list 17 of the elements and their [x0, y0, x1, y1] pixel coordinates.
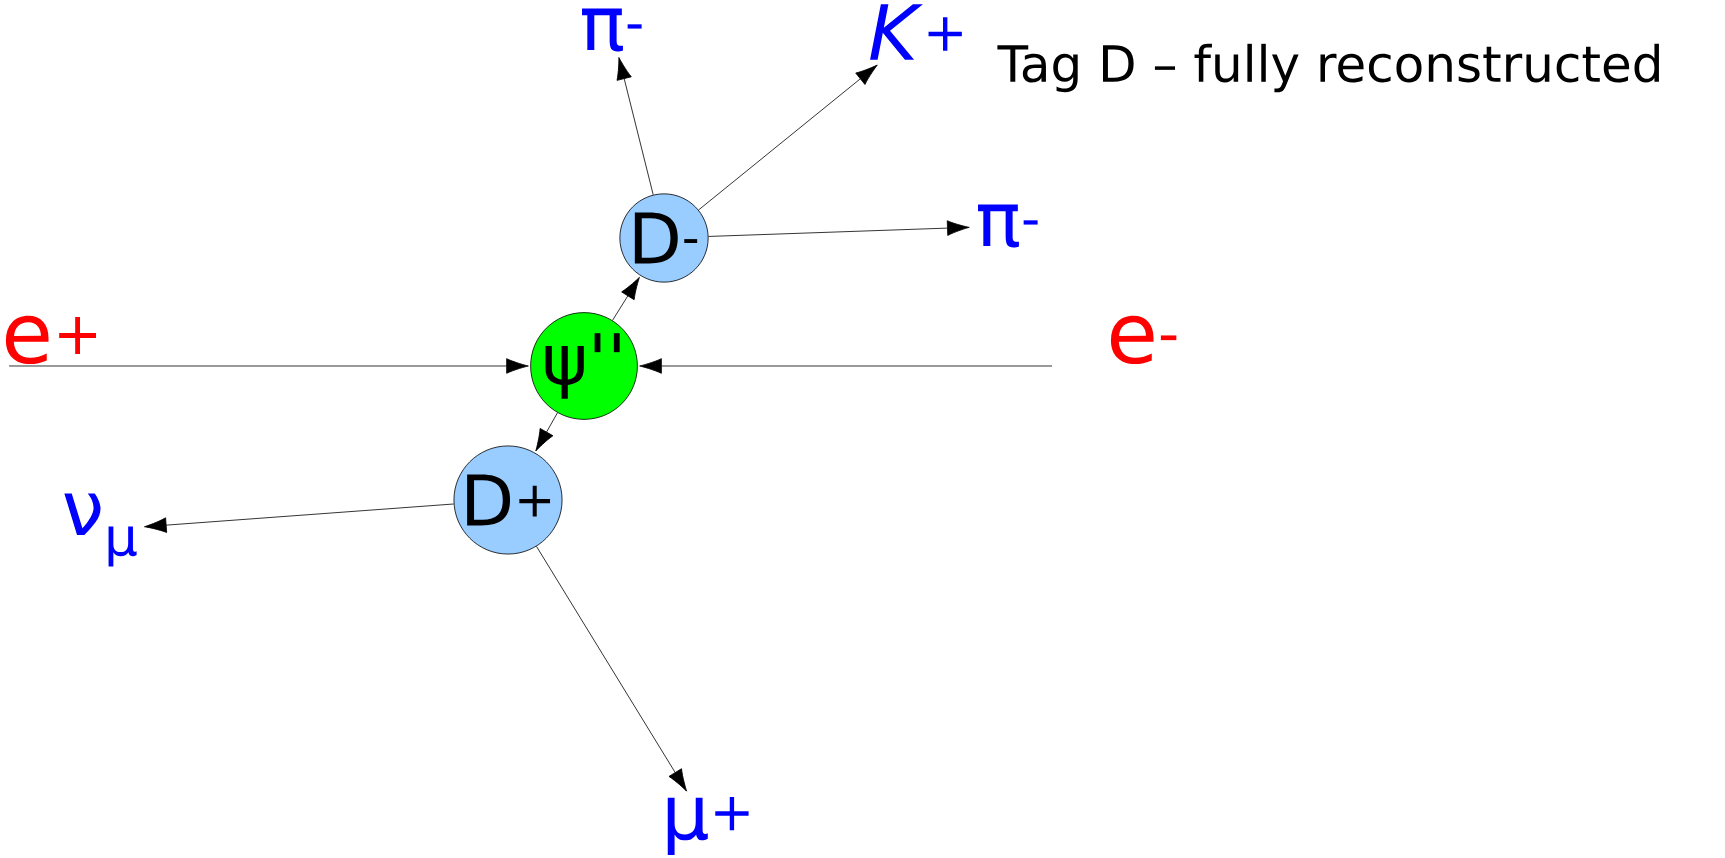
arrow: [708, 220, 970, 237]
arrow: [612, 276, 640, 321]
arrow: [144, 503, 455, 533]
particle-label: ν$_{μ}$: [64, 493, 137, 567]
particle-label: K$^{+}$: [870, 4, 962, 60]
arrow: [8, 358, 529, 374]
particle-label: e$^{+}$: [5, 315, 96, 365]
arrow: [535, 412, 558, 452]
arrow: [639, 358, 1053, 374]
particle-label: π$^{-}$: [978, 204, 1038, 248]
particle-label: μ$^{+}$: [667, 796, 749, 856]
arrow: [616, 57, 654, 196]
arrow: [698, 64, 878, 211]
arrow: [536, 546, 687, 792]
particle-label: e$^{-}$: [1110, 315, 1177, 365]
title-text: Tag D – fully reconstructed: [997, 43, 1659, 93]
particle-label: π$^{-}$: [582, 8, 642, 52]
